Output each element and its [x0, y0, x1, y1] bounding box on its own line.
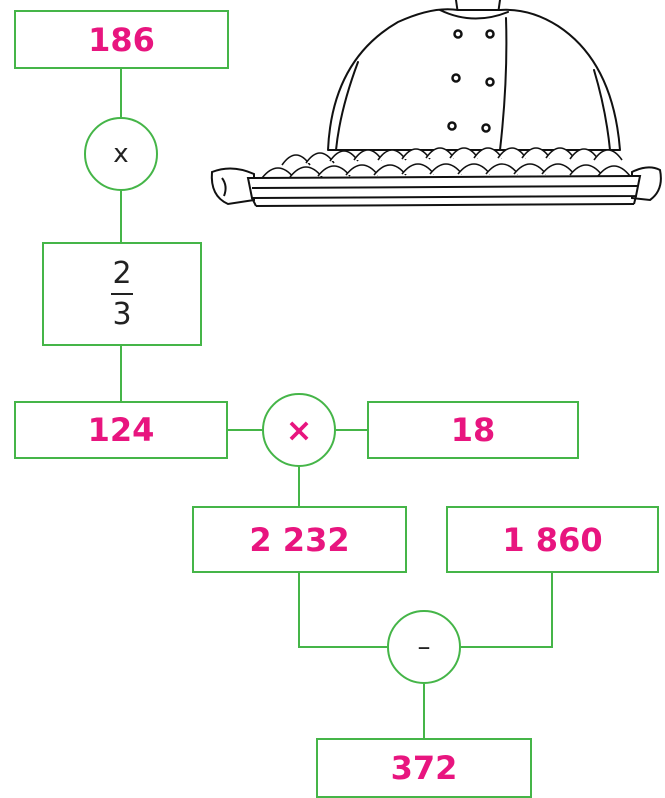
multiply-symbol: x [113, 139, 129, 169]
multiply-symbol: × [285, 411, 313, 449]
subtract-operator: – [387, 610, 461, 684]
fraction-box: 2 3 [42, 242, 202, 346]
product-value-box: 2 232 [192, 506, 407, 573]
multiply-operator-middle: × [262, 393, 336, 467]
minus-symbol: – [417, 632, 431, 662]
subtrahend-value-box: 1 860 [446, 506, 659, 573]
product-value: 2 232 [249, 520, 350, 559]
top-value: 186 [88, 20, 155, 59]
fraction-denominator: 3 [112, 297, 132, 332]
chef-with-tray-icon [210, 0, 662, 207]
result-value: 372 [390, 749, 458, 787]
subtrahend-value: 1 860 [502, 520, 603, 559]
middle-right-value: 18 [450, 411, 496, 449]
multiply-operator-top: x [84, 117, 158, 191]
result-value-box: 372 [316, 738, 532, 798]
fraction-bar [111, 293, 133, 295]
fraction-numerator: 2 [112, 255, 132, 291]
fraction: 2 3 [111, 255, 133, 332]
middle-right-value-box: 18 [367, 401, 579, 459]
middle-left-value: 124 [87, 411, 155, 449]
top-value-box: 186 [14, 10, 229, 69]
middle-left-value-box: 124 [14, 401, 228, 459]
